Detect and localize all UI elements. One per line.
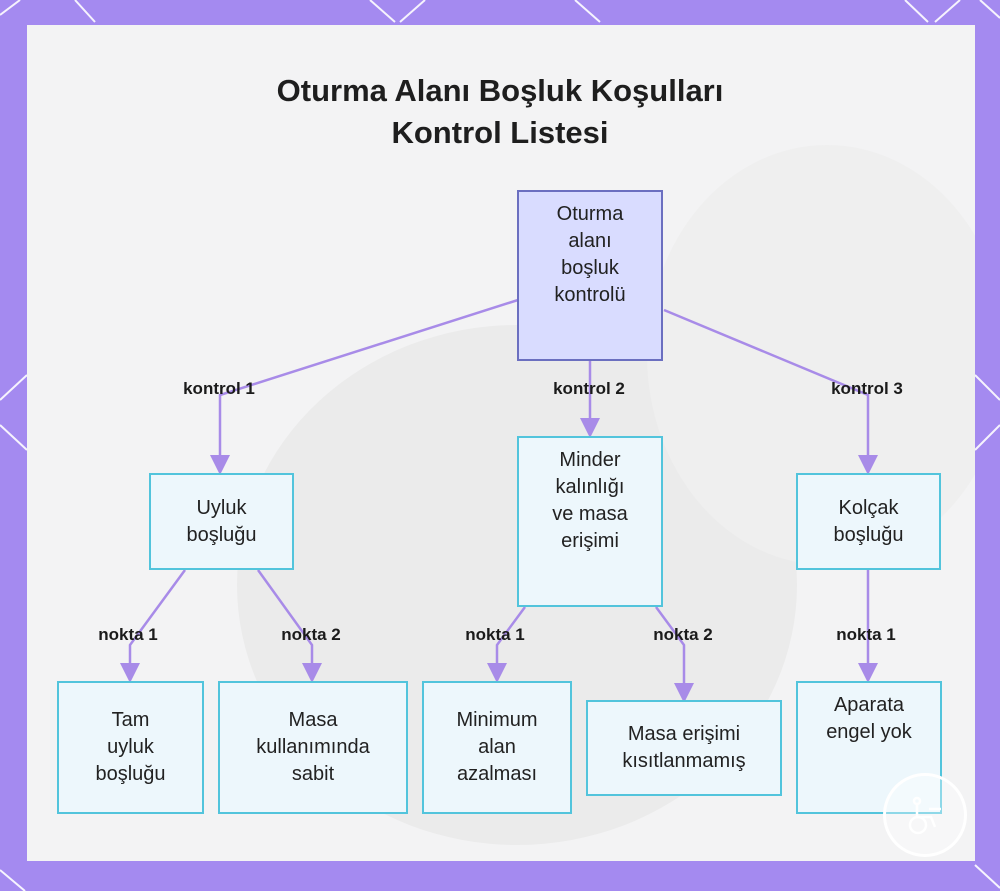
- node-label: Aparata engel yok: [826, 694, 912, 743]
- edge-label-kontrol-3: kontrol 3: [831, 379, 903, 398]
- node-no-obstacle-to-device: Aparata engel yok: [796, 681, 942, 814]
- node-label: Kolçak boşluğu: [833, 496, 904, 546]
- edge-root-armrest: [663, 308, 878, 475]
- edge-cushion-min: [487, 606, 527, 683]
- node-label: Masa kullanımında sabit: [256, 709, 370, 785]
- diagram-title: Oturma Alanı Boşluk Koşulları Kontrol Li…: [0, 70, 1000, 154]
- node-label: Minimum alan azalması: [456, 709, 538, 785]
- node-label: Tam uyluk boşluğu: [95, 709, 166, 785]
- node-minimum-space-reduction: Minimum alan azalması: [422, 681, 572, 814]
- node-cushion-and-table-access: Minder kalınlığı ve masa erişimi: [517, 436, 663, 607]
- edge-label-nokta-2-thigh: nokta 2: [281, 625, 341, 644]
- edge-label-nokta-1-cushion: nokta 1: [465, 625, 525, 644]
- edge-thigh-fixed: [256, 569, 322, 683]
- node-seating-clearance-check: Oturma alanı boşluk kontrolü: [517, 190, 663, 361]
- edge-label-nokta-1-armrest: nokta 1: [836, 625, 896, 644]
- node-fixed-at-table: Masa kullanımında sabit: [218, 681, 408, 814]
- edge-thigh-full: [120, 569, 187, 683]
- wheelchair-icon: [908, 796, 941, 835]
- edge-label-kontrol-2: kontrol 2: [553, 379, 625, 398]
- node-label: Minder kalınlığı ve masa erişimi: [552, 449, 628, 552]
- wheelchair-badge-icon: [883, 773, 967, 857]
- node-label: Oturma alanı boşluk kontrolü: [554, 203, 626, 306]
- node-full-thigh-clearance: Tam uyluk boşluğu: [57, 681, 204, 814]
- node-label: Uyluk boşluğu: [186, 496, 257, 546]
- node-label: Masa erişimi kısıtlanmamış: [622, 723, 746, 772]
- edge-label-kontrol-1: kontrol 1: [183, 379, 255, 398]
- title-line-1: Oturma Alanı Boşluk Koşulları: [276, 73, 724, 108]
- edge-label-nokta-2-cushion: nokta 2: [653, 625, 713, 644]
- edge-cushion-access: [654, 606, 694, 703]
- title-line-2: Kontrol Listesi: [391, 115, 609, 150]
- edge-label-nokta-1-thigh: nokta 1: [98, 625, 158, 644]
- node-thigh-clearance: Uyluk boşluğu: [149, 473, 294, 570]
- node-table-access-unrestricted: Masa erişimi kısıtlanmamış: [586, 700, 782, 796]
- edge-root-thigh: [210, 298, 519, 475]
- node-armrest-clearance: Kolçak boşluğu: [796, 473, 941, 570]
